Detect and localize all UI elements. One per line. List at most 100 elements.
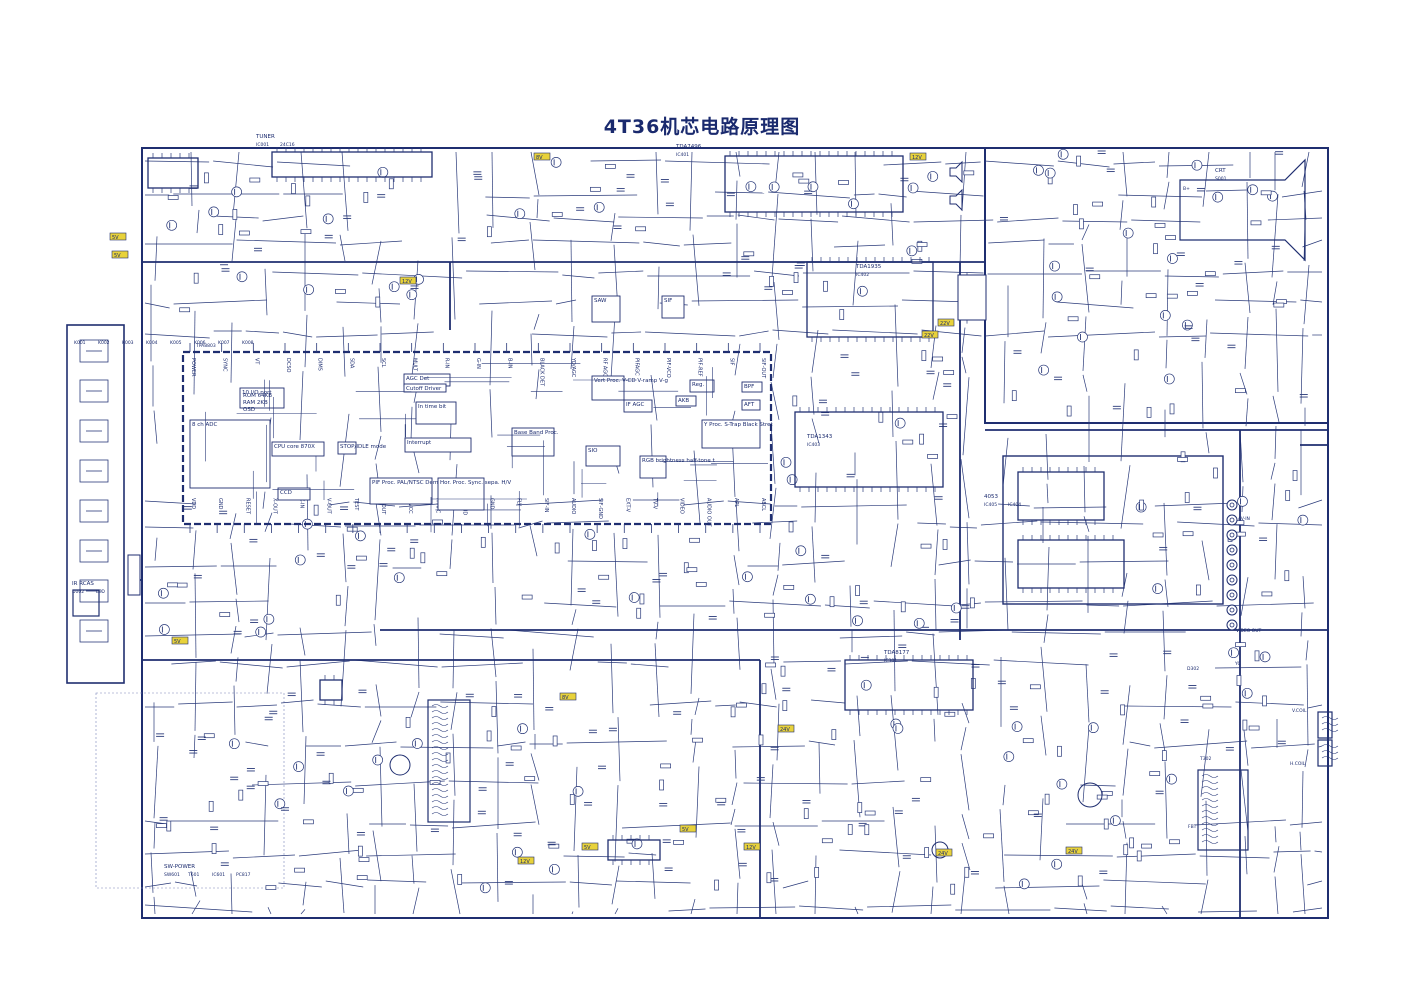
resistor	[764, 612, 775, 618]
top-pin-label: PIF-VCO	[665, 358, 671, 378]
wire	[736, 617, 741, 670]
wire	[849, 585, 852, 627]
wire	[961, 703, 970, 724]
supply-tag	[935, 848, 953, 857]
bus-label: VIDEO OUT	[1236, 628, 1262, 634]
bottom-pin-label: H-AFC	[434, 498, 440, 514]
wire	[144, 526, 194, 529]
wire	[339, 234, 346, 262]
wire	[299, 659, 304, 733]
wire	[230, 542, 238, 595]
transformer	[1197, 769, 1249, 851]
rca-jack	[1226, 574, 1238, 586]
ic-block-label: AKB	[678, 398, 689, 404]
coil	[431, 770, 449, 774]
wire	[1210, 332, 1309, 337]
wire	[1281, 190, 1323, 198]
coil	[1321, 750, 1339, 754]
transistor	[1056, 778, 1068, 790]
wire	[734, 343, 741, 376]
wire	[1177, 521, 1255, 527]
supply-tag-label: 8V	[562, 695, 569, 701]
wire	[1163, 502, 1168, 576]
ic-block	[585, 445, 621, 467]
wire	[230, 322, 233, 383]
wire	[144, 160, 210, 163]
transistor	[322, 213, 334, 225]
transistor	[768, 181, 780, 193]
key-board-frame	[66, 324, 125, 684]
top-pin-label: VT	[253, 358, 259, 365]
wire	[933, 718, 936, 742]
wire	[411, 855, 415, 884]
wire	[1103, 879, 1206, 885]
resistor	[782, 700, 788, 711]
wire	[491, 532, 494, 584]
wire	[1082, 374, 1088, 392]
module-ref: PC817	[236, 872, 251, 878]
wire	[1165, 339, 1168, 369]
wire	[1120, 465, 1131, 529]
transistor	[263, 613, 275, 625]
wire	[643, 241, 680, 247]
ic-block	[271, 441, 325, 457]
resistor	[346, 526, 358, 532]
wire	[153, 822, 156, 849]
transistor	[1297, 514, 1309, 526]
resistor	[933, 686, 939, 698]
wire	[883, 161, 942, 166]
sub-ic	[1017, 471, 1105, 521]
wire	[997, 217, 1059, 223]
coil	[431, 800, 449, 804]
transistor	[572, 786, 584, 797]
resistor	[1184, 492, 1190, 503]
resistor	[357, 845, 363, 857]
resistor	[294, 867, 305, 873]
coil	[431, 716, 449, 720]
resistor	[176, 582, 188, 588]
transistor	[1018, 878, 1030, 890]
supply-tag-label: 5V	[112, 235, 119, 241]
resistor	[457, 874, 463, 885]
wire	[299, 627, 306, 656]
wire	[381, 331, 434, 335]
sub-ic	[147, 157, 199, 189]
wire	[342, 533, 347, 583]
resistor	[409, 547, 415, 559]
wire	[264, 268, 268, 316]
wire	[450, 692, 458, 730]
transistor	[1044, 167, 1056, 179]
wire	[1002, 437, 1009, 487]
wire	[832, 329, 918, 335]
bottom-pin-label: VDD	[190, 498, 196, 509]
wire	[1202, 151, 1210, 207]
wire	[802, 305, 898, 308]
wire	[536, 199, 539, 218]
wire	[466, 270, 559, 273]
wire	[1082, 316, 1087, 371]
ic-block	[403, 383, 447, 393]
ic-block	[675, 395, 697, 407]
sub-ic	[794, 411, 944, 488]
transistor	[1159, 310, 1171, 321]
wire	[272, 271, 359, 276]
wire	[961, 356, 967, 374]
bottom-pin-label: X-OUT	[271, 498, 277, 515]
wire	[1122, 685, 1131, 745]
wire	[610, 314, 616, 379]
schematic-title: 4T36机芯电路原理图	[603, 116, 801, 138]
wire	[695, 766, 700, 838]
wire	[278, 882, 322, 888]
top-pin-label: SCL	[380, 358, 386, 368]
wire	[377, 366, 382, 432]
wire	[1122, 151, 1128, 197]
wire	[489, 310, 493, 386]
coil	[431, 722, 449, 726]
wire	[938, 559, 971, 566]
wire	[814, 855, 817, 915]
resistor	[782, 290, 793, 295]
top-pin-label: MULT	[412, 358, 418, 372]
wire	[336, 301, 401, 305]
module-ref: 24C16	[280, 142, 295, 148]
transistor	[393, 572, 405, 584]
